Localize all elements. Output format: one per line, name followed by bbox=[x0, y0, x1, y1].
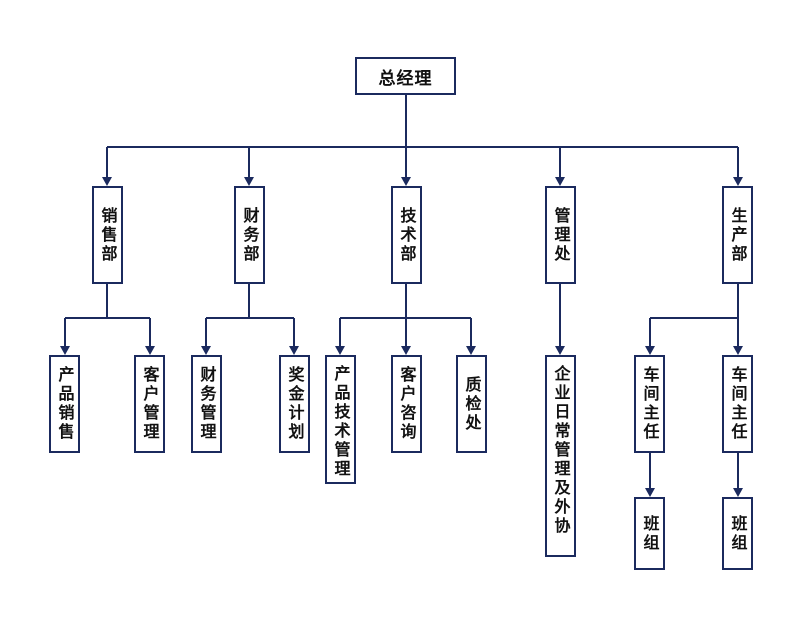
dept-production-label: 生产部 bbox=[728, 206, 748, 264]
workshop-box: 车间主任 bbox=[634, 355, 665, 453]
arrowhead bbox=[401, 346, 411, 355]
arrowhead bbox=[733, 346, 743, 355]
admin-child-box: 企业日常管理及外协 bbox=[545, 355, 576, 557]
arrowhead bbox=[645, 346, 655, 355]
arrowhead bbox=[645, 488, 655, 497]
arrowhead bbox=[733, 177, 743, 186]
sales-child-label: 产品销售 bbox=[55, 366, 75, 442]
finance-child-label: 奖金计划 bbox=[285, 366, 305, 442]
sales-child-box: 客户管理 bbox=[134, 355, 165, 453]
dept-production-box: 生产部 bbox=[722, 186, 753, 284]
ceo-box: 总经理 bbox=[355, 57, 456, 95]
workshop-label: 车间主任 bbox=[640, 366, 660, 442]
dept-finance-label: 财务部 bbox=[240, 206, 260, 264]
arrowhead bbox=[466, 346, 476, 355]
arrowhead bbox=[733, 488, 743, 497]
team-box: 班组 bbox=[722, 497, 753, 570]
dept-sales-label: 销售部 bbox=[98, 206, 118, 264]
arrowhead bbox=[60, 346, 70, 355]
tech-child-box: 客户咨询 bbox=[391, 355, 422, 453]
arrowhead bbox=[335, 346, 345, 355]
arrowhead bbox=[102, 177, 112, 186]
dept-admin-label: 管理处 bbox=[551, 206, 571, 264]
arrowhead bbox=[555, 346, 565, 355]
team-box: 班组 bbox=[634, 497, 665, 570]
tech-child-label: 客户咨询 bbox=[397, 366, 417, 442]
arrowhead bbox=[401, 177, 411, 186]
dept-admin-box: 管理处 bbox=[545, 186, 576, 284]
dept-tech-label: 技术部 bbox=[397, 206, 417, 264]
sales-child-box: 产品销售 bbox=[49, 355, 80, 453]
tech-child-label: 产品技术管理 bbox=[331, 365, 351, 479]
team-label: 班组 bbox=[640, 514, 660, 553]
tech-child-label: 质检处 bbox=[462, 375, 482, 433]
dept-sales-box: 销售部 bbox=[92, 186, 123, 284]
tech-child-box: 产品技术管理 bbox=[325, 355, 356, 484]
dept-finance-box: 财务部 bbox=[234, 186, 265, 284]
finance-child-label: 财务管理 bbox=[197, 366, 217, 442]
workshop-label: 车间主任 bbox=[728, 366, 748, 442]
arrowhead bbox=[244, 177, 254, 186]
dept-tech-box: 技术部 bbox=[391, 186, 422, 284]
finance-child-box: 财务管理 bbox=[191, 355, 222, 453]
sales-child-label: 客户管理 bbox=[140, 366, 160, 442]
workshop-box: 车间主任 bbox=[722, 355, 753, 453]
tech-child-box: 质检处 bbox=[456, 355, 487, 453]
arrowhead bbox=[289, 346, 299, 355]
admin-child-label: 企业日常管理及外协 bbox=[551, 365, 571, 536]
team-label: 班组 bbox=[728, 514, 748, 553]
arrowhead bbox=[555, 177, 565, 186]
arrowhead bbox=[145, 346, 155, 355]
ceo-label: 总经理 bbox=[378, 68, 433, 89]
arrowhead bbox=[201, 346, 211, 355]
finance-child-box: 奖金计划 bbox=[279, 355, 310, 453]
